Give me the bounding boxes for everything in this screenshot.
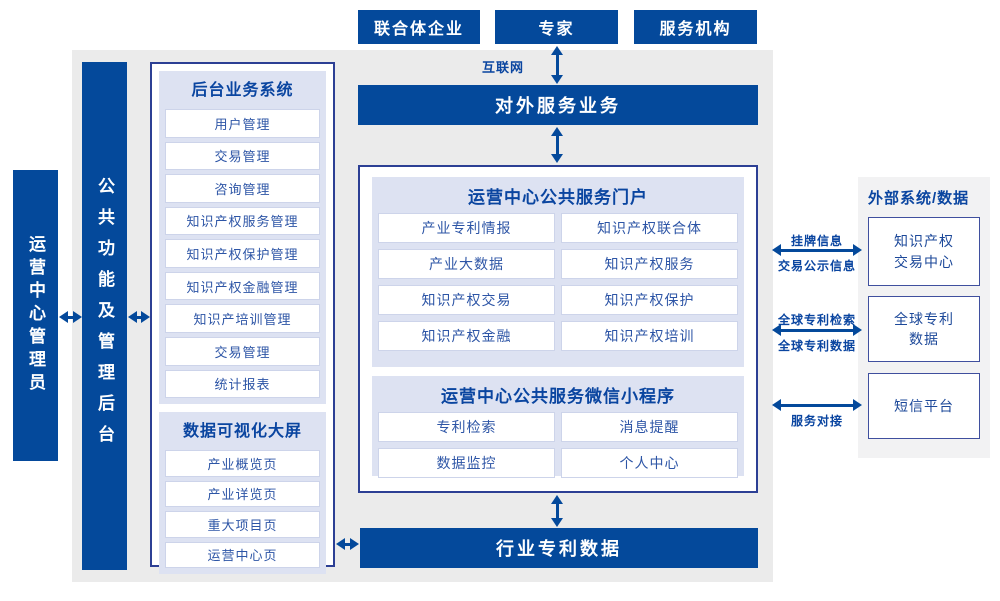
list-item: 统计报表 (165, 369, 320, 399)
list-item: 知识产权保护 (561, 285, 738, 315)
list-item: 知识产权服务 (561, 249, 738, 279)
global-patent-data-label-small: 全球专利数据 (777, 339, 856, 353)
list-item: 运营中心页 (165, 541, 320, 568)
list-item: 个人中心 (561, 448, 738, 478)
list-item: 知识产培训管理 (165, 304, 320, 333)
external-service-label: 对外服务业务 (495, 96, 621, 116)
consortium-enterprise-label: 联合体企业 (373, 21, 464, 38)
global-patent-link-arrow (772, 324, 862, 336)
external-systems-title: 外部系统/数据 (868, 190, 970, 207)
expert-box: 专家 (495, 10, 618, 44)
portal-to-patent-data-arrow (551, 495, 563, 527)
global-patent-search-label: 全球专利检索 (777, 313, 856, 327)
ip-trading-link-arrow (772, 244, 862, 256)
global-patent-data-label: 全球专利数据 (894, 310, 954, 347)
panel-to-patent-data-arrow (336, 538, 359, 550)
public-function-backend-rail: 公共功能及管理后台 (82, 62, 127, 570)
operation-center-admin-label: 运营中心管理员 (26, 235, 45, 396)
list-item: 消息提醒 (561, 412, 738, 442)
external-systems-panel: 外部系统/数据 知识产权交易中心 全球专利数据 短信平台 (858, 177, 990, 458)
backend-to-panel-arrow (128, 311, 150, 323)
service-agency-box: 服务机构 (634, 10, 757, 44)
public-function-backend-label: 公共功能及管理后台 (95, 176, 114, 456)
list-item: 知识产权保护管理 (165, 239, 320, 268)
miniprogram-items-grid: 专利检索 消息提醒 数据监控 个人中心 (378, 412, 738, 478)
data-visualization-title: 数据可视化大屏 (182, 423, 302, 440)
ip-trading-center-box: 知识产权交易中心 (868, 217, 980, 286)
list-item: 知识产权培训 (561, 321, 738, 351)
service-to-portal-arrow (551, 127, 563, 163)
miniprogram-title: 运营中心公共服务微信小程序 (441, 387, 675, 406)
list-item: 产业专利情报 (378, 213, 555, 243)
internet-arrow (551, 46, 563, 84)
sms-link-arrow (772, 399, 862, 411)
list-item: 专利检索 (378, 412, 555, 442)
public-service-portal-section: 运营中心公共服务门户 产业专利情报 知识产权联合体 产业大数据 知识产权服务 知… (372, 177, 744, 367)
list-item: 重大项目页 (165, 511, 320, 538)
service-docking-label: 服务对接 (790, 414, 843, 428)
list-item: 数据监控 (378, 448, 555, 478)
external-service-bar: 对外服务业务 (358, 85, 758, 125)
list-item: 产业概览页 (165, 450, 320, 477)
list-item: 知识产权联合体 (561, 213, 738, 243)
list-item: 知识产权服务管理 (165, 206, 320, 236)
sms-platform-box: 短信平台 (868, 373, 980, 439)
industry-patent-data-bar: 行业专利数据 (360, 528, 758, 568)
data-visualization-section: 数据可视化大屏 产业概览页 产业详览页 重大项目页 运营中心页 (159, 412, 326, 574)
backend-business-title: 后台业务系统 (191, 82, 294, 99)
list-item: 知识产权交易 (378, 285, 555, 315)
list-item: 产业大数据 (378, 249, 555, 279)
list-item: 产业详览页 (165, 480, 320, 507)
list-item: 用户管理 (165, 109, 320, 138)
list-item: 交易管理 (165, 141, 320, 171)
public-service-portal-title: 运营中心公共服务门户 (468, 188, 648, 207)
ip-trading-center-label: 知识产权交易中心 (894, 233, 954, 270)
sms-platform-label: 短信平台 (894, 397, 954, 414)
list-item: 知识产权金融 (378, 321, 555, 351)
portal-panel: 运营中心公共服务门户 产业专利情报 知识产权联合体 产业大数据 知识产权服务 知… (358, 165, 758, 493)
admin-to-backend-arrow (59, 311, 82, 323)
service-agency-label: 服务机构 (659, 21, 732, 38)
operation-center-admin-rail: 运营中心管理员 (13, 170, 58, 461)
list-item: 交易管理 (165, 336, 320, 366)
consortium-enterprise-box: 联合体企业 (358, 10, 480, 44)
miniprogram-section: 运营中心公共服务微信小程序 专利检索 消息提醒 数据监控 个人中心 (372, 376, 744, 478)
portal-items-grid: 产业专利情报 知识产权联合体 产业大数据 知识产权服务 知识产权交易 知识产权保… (378, 213, 738, 351)
internet-label: 互联网 (482, 60, 525, 75)
backend-panel: 后台业务系统 用户管理 交易管理 咨询管理 知识产权服务管理 知识产权保护管理 … (150, 62, 335, 574)
list-item: 知识产权金融管理 (165, 271, 320, 301)
list-item: 咨询管理 (165, 174, 320, 203)
listing-info-label: 挂牌信息 (790, 234, 843, 248)
backend-business-section: 后台业务系统 用户管理 交易管理 咨询管理 知识产权服务管理 知识产权保护管理 … (159, 71, 326, 404)
global-patent-data-box: 全球专利数据 (868, 296, 980, 362)
expert-label: 专家 (538, 21, 575, 38)
industry-patent-data-label: 行业专利数据 (496, 539, 622, 559)
trade-publicity-label: 交易公示信息 (777, 259, 856, 273)
